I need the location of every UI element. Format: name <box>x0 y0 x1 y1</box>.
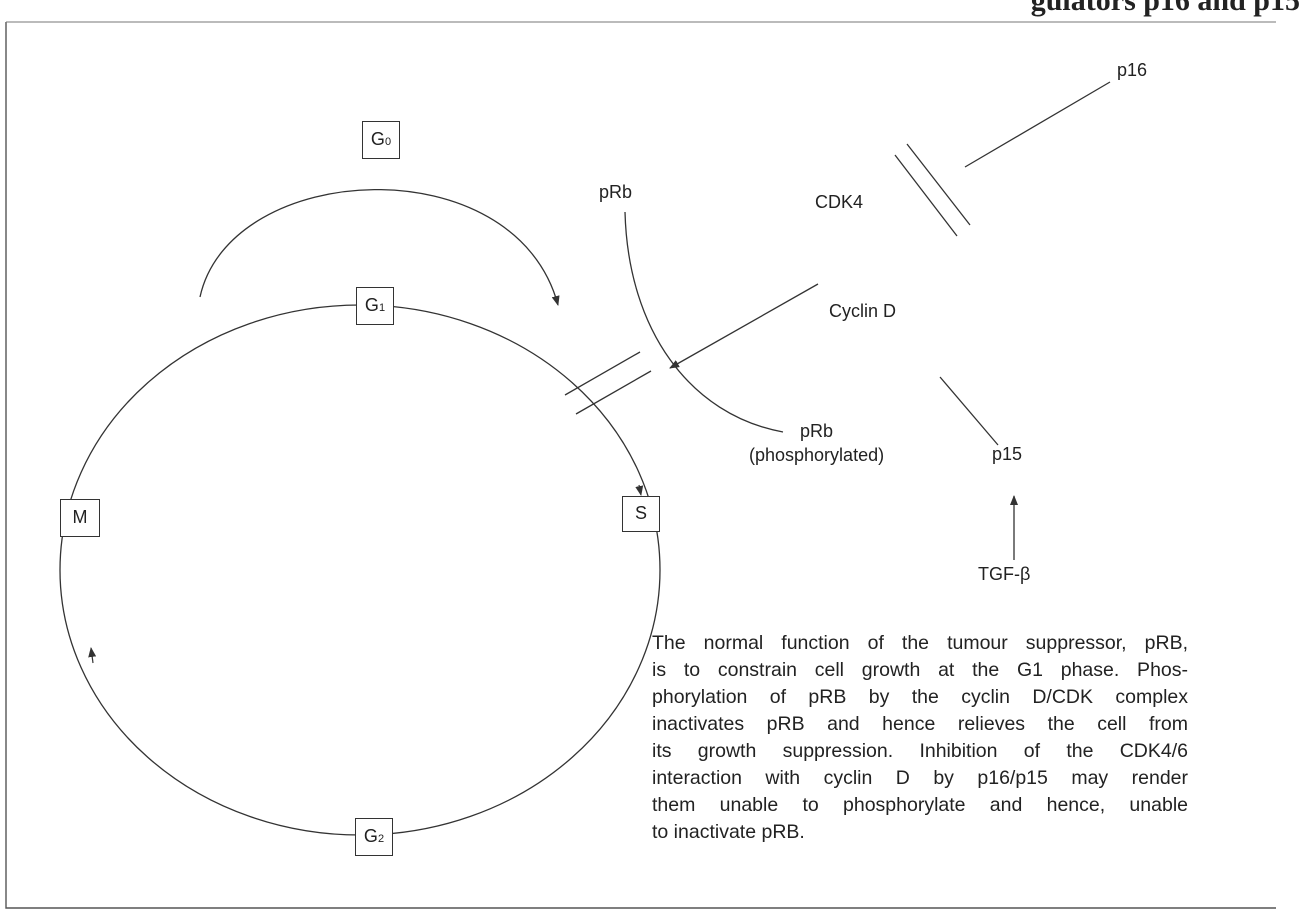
caption-line: its growth suppression. Inhibition of th… <box>652 740 1188 762</box>
label-prb: pRb <box>599 182 633 202</box>
label-prb-phosphorylated-note: (phosphorylated) <box>749 445 885 465</box>
label-p16: p16 <box>1117 60 1148 80</box>
arrow-g1-to-s <box>635 484 644 496</box>
phase-g1-box: G1 <box>356 287 394 325</box>
header-strip: gulators p16 and p15 <box>560 0 1300 30</box>
g1-restriction-bar-2 <box>575 370 652 415</box>
p16-inhibition-line <box>964 81 1111 168</box>
p15-inhibition-line <box>939 376 999 446</box>
prb-phosphorylation-curve <box>624 211 784 433</box>
label-cdk4: CDK4 <box>815 192 864 212</box>
phase-g0-subscript: 0 <box>384 136 392 148</box>
phase-s-letter: S <box>634 503 647 523</box>
g1-restriction-bar-1 <box>564 351 641 396</box>
figure-caption: The normal function of the tumour suppre… <box>652 630 1188 846</box>
p16-block-bar-2 <box>906 143 971 226</box>
phase-g1-letter: G <box>364 295 379 315</box>
phase-m-box: M <box>60 499 100 537</box>
caption-line: is to constrain cell growth at the G1 ph… <box>652 659 1188 681</box>
caption-line: interaction with cyclin D by p16/p15 may… <box>652 767 1188 789</box>
caption-line: phorylation of pRB by the cyclin D/CDK c… <box>652 686 1188 708</box>
phase-g2-letter: G <box>363 826 378 846</box>
cell-cycle-ellipse <box>59 304 661 836</box>
label-tgf-beta: TGF-β <box>978 564 1031 584</box>
phase-g2-subscript: 2 <box>377 833 385 845</box>
caption-line: them unable to phosphorylate and hence, … <box>652 794 1188 816</box>
label-p15: p15 <box>992 444 1023 464</box>
figure-frame <box>5 22 1276 909</box>
phase-g1-subscript: 1 <box>378 302 386 314</box>
label-cyclin-d: Cyclin D <box>829 301 897 321</box>
phase-g0-box: G0 <box>362 121 400 159</box>
arrow-g2-to-m <box>88 647 97 664</box>
cdk4-to-prb-arrow <box>669 283 819 369</box>
p16-block-bar-1 <box>894 154 958 237</box>
caption-line: to inactivate pRB. <box>652 821 805 843</box>
phase-g0-letter: G <box>370 129 385 149</box>
header-partial-text: gulators p16 and p15 <box>1030 0 1300 17</box>
label-prb-phosphorylated-name: pRb <box>800 421 834 441</box>
phase-g2-box: G2 <box>355 818 393 856</box>
g0-arc <box>199 189 560 306</box>
phase-m-letter: M <box>72 507 88 527</box>
caption-line: inactivates pRB and hence relieves the c… <box>652 713 1188 735</box>
phase-s-box: S <box>622 496 660 532</box>
caption-line: The normal function of the tumour suppre… <box>652 632 1188 654</box>
